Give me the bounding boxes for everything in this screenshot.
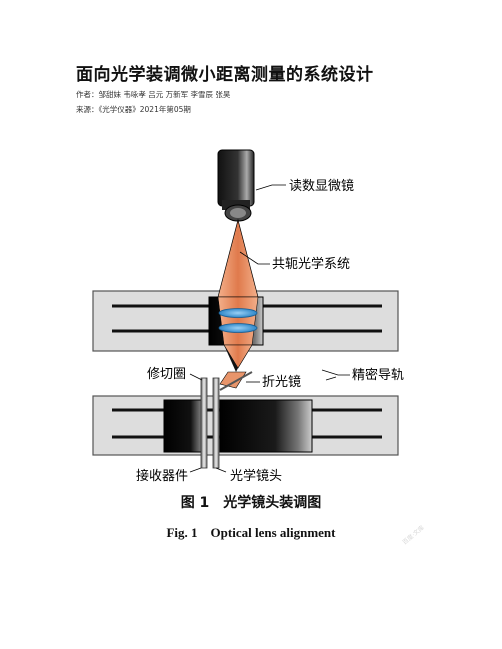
label-rail: 精密导轨 [352, 367, 404, 383]
lower-rail [92, 395, 399, 456]
lens-lower [218, 323, 258, 333]
label-microscope: 读数显微镜 [289, 179, 354, 194]
figure-caption-en: Fig. 1 Optical lens alignment [166, 525, 336, 540]
label-receiver: 接收器件 [136, 468, 188, 484]
figure-caption-cn: 图 1 光学镜头装调图 [180, 495, 322, 511]
leader-lines [189, 184, 350, 473]
microscope-body [217, 149, 255, 222]
label-trim-ring: 修切圈 [147, 367, 186, 382]
paper-source: 来源：《光学仪器》2021年第05期 [76, 105, 191, 114]
lens-upper [218, 308, 258, 318]
fold-mirror [219, 371, 253, 391]
label-lens: 光学镜头 [230, 468, 282, 484]
label-conjugate: 共轭光学系统 [272, 256, 350, 272]
paper-authors: 作者：邹甜妹 韦咏孝 吕元 万新军 李雪辰 张昊 [76, 90, 231, 99]
label-fold-mirror: 折光镜 [262, 375, 301, 390]
paper-title: 面向光学装调微小距离测量的系统设计 [76, 65, 374, 85]
